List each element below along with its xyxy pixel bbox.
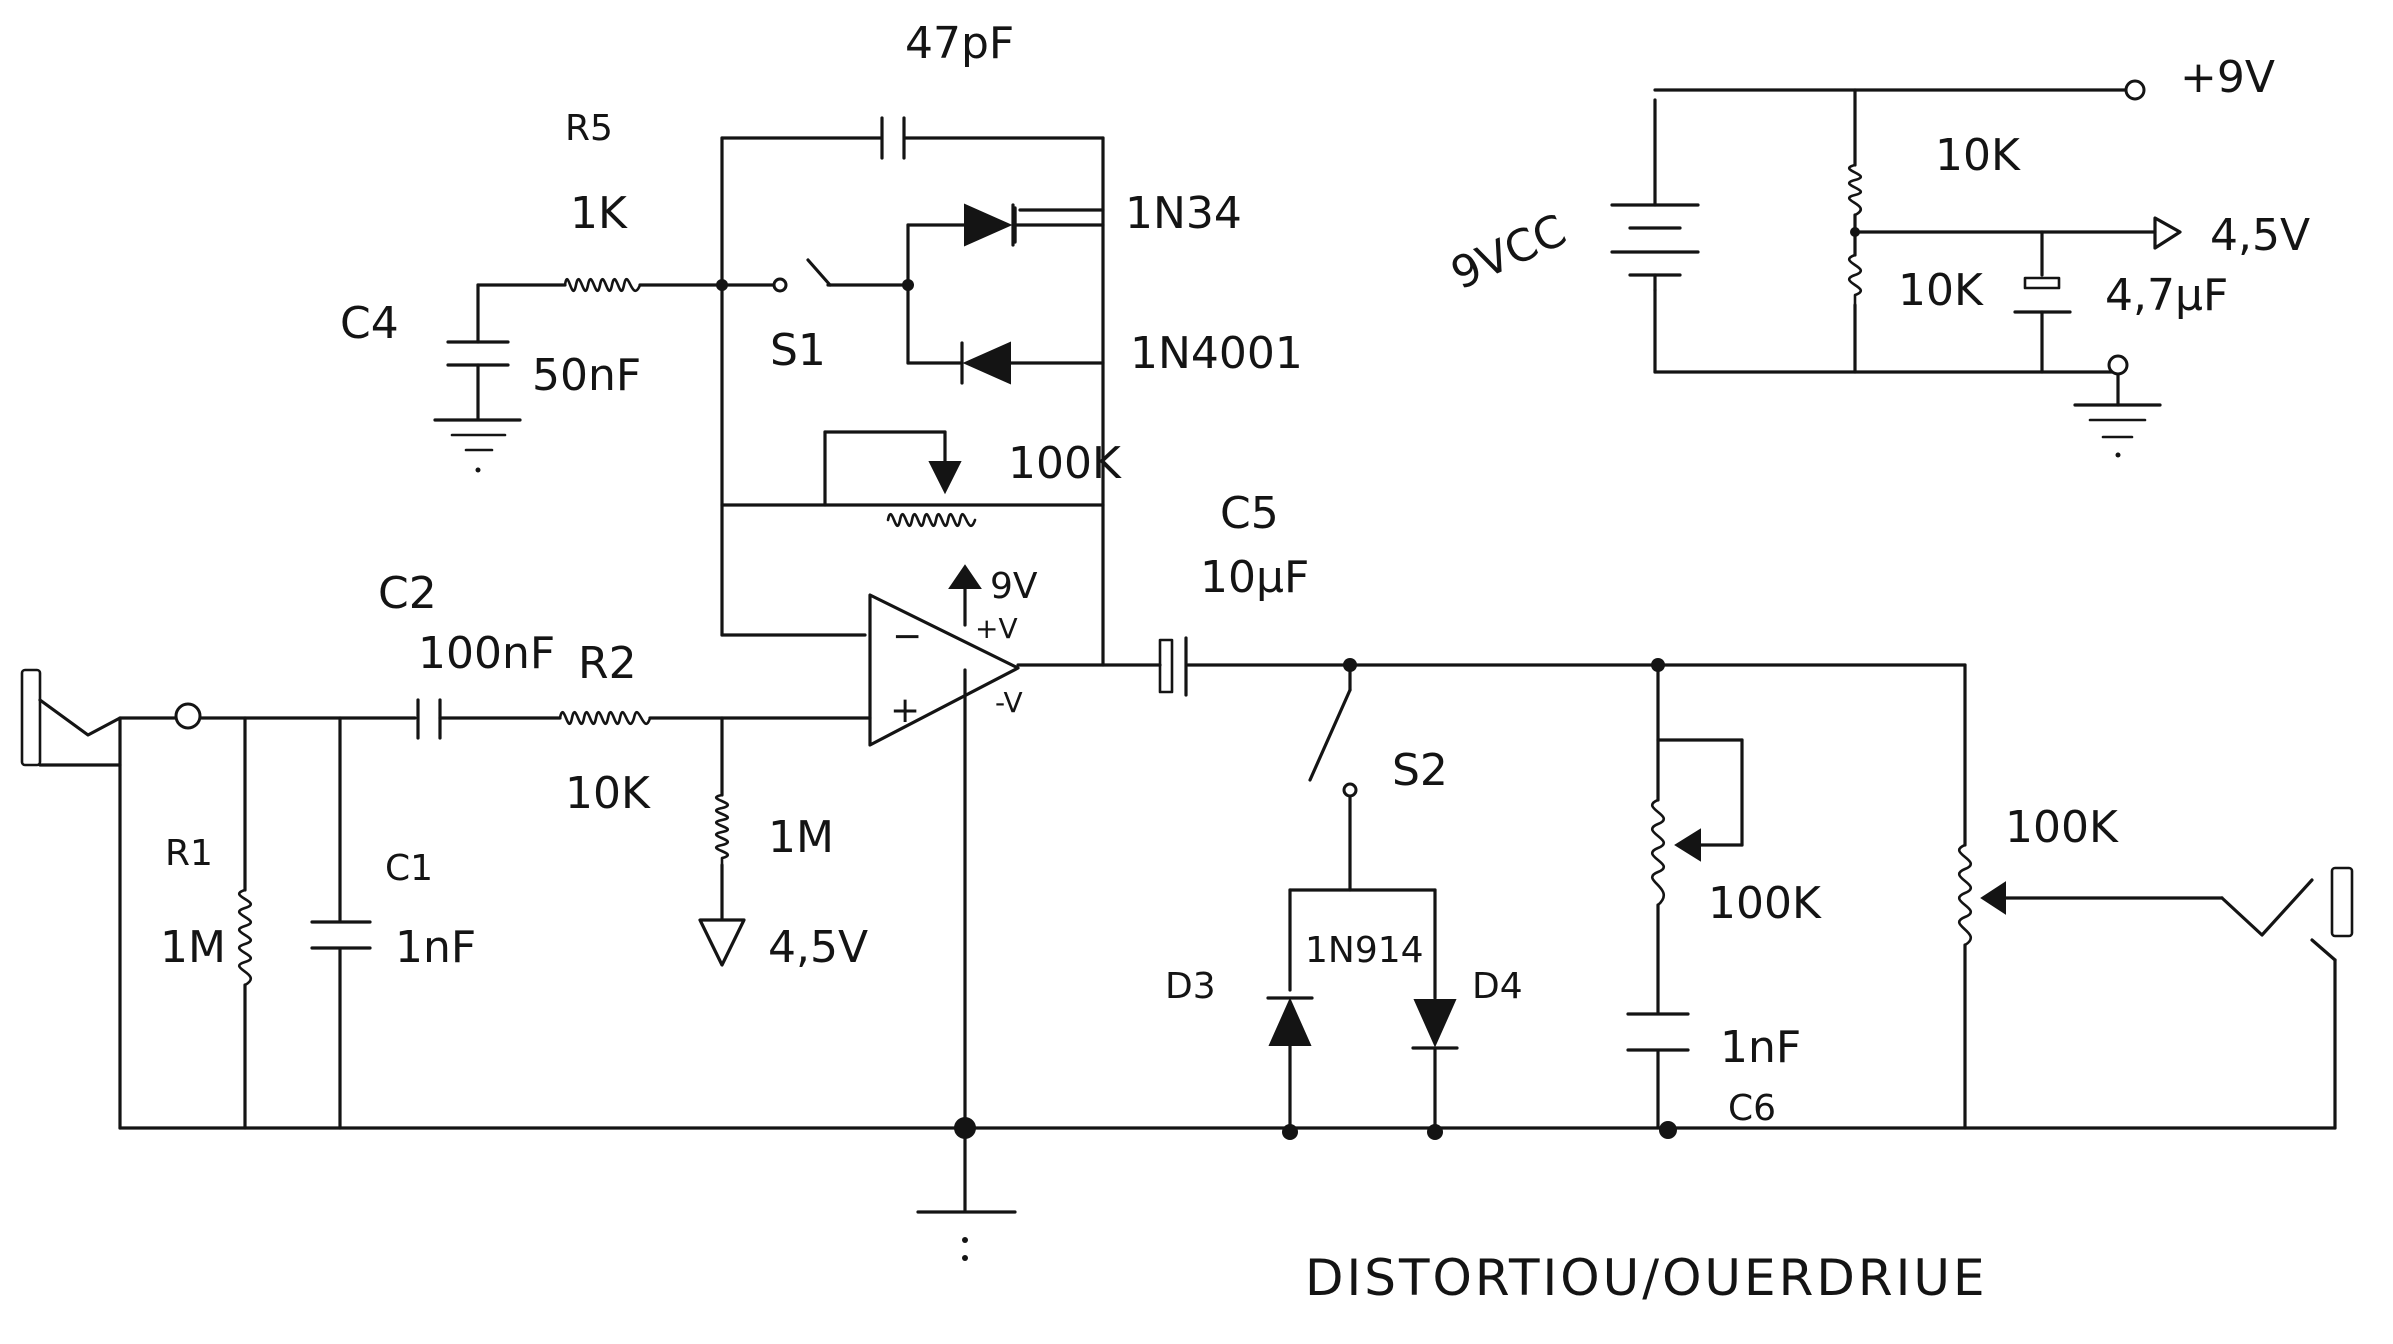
label-c1-name: C1 [385, 848, 433, 889]
label-1n34: 1N34 [1125, 188, 1242, 239]
capacitor-c1 [310, 920, 372, 950]
label-d3: D3 [1165, 966, 1216, 1007]
switch-s2 [1308, 688, 1358, 798]
label-r2-name: R2 [578, 638, 637, 689]
resistor-supply-top [1847, 163, 1863, 217]
label-d4: D4 [1472, 966, 1523, 1007]
switch-s1 [772, 258, 832, 293]
pot-volume-100k [1957, 843, 2006, 947]
label-c6-name: C6 [1728, 1088, 1776, 1129]
label-c6-value: 1nF [1720, 1022, 1801, 1073]
label-c5-value: 10µF [1200, 552, 1309, 603]
label-47pf: 47pF [905, 18, 1014, 69]
capacitor-c2 [416, 698, 442, 740]
capacitor-c6 [1626, 1012, 1690, 1052]
label-opamp-minus: − [892, 616, 922, 657]
resistor-r2 [558, 710, 652, 726]
label-bias-4-5v: 4,5V [768, 922, 868, 973]
ground-main [916, 1210, 1017, 1261]
label-1n4001: 1N4001 [1130, 328, 1303, 379]
pot-tone-100k [1650, 798, 1744, 907]
ground-supply [2073, 354, 2162, 458]
capacitor-c4 [446, 340, 510, 367]
diode-1n34 [964, 203, 1105, 247]
label-opamp-supply: 9V [990, 566, 1038, 607]
label-r1-value: 1M [160, 922, 226, 973]
wires [118, 88, 2337, 1212]
bias-4-5v-arrow [698, 918, 746, 967]
label-bias-1m: 1M [768, 812, 834, 863]
diode-d3 [1266, 996, 1314, 1046]
label-r5-value: 1K [570, 188, 628, 239]
label-r5-name: R5 [565, 108, 613, 149]
capacitor-supply [2013, 276, 2072, 314]
resistor-supply-bottom [1847, 253, 1863, 307]
junctions [716, 227, 1860, 1140]
input-jack [20, 668, 202, 767]
resistor-r5 [563, 277, 642, 293]
ground-c4 [433, 418, 522, 473]
battery-9v [1610, 203, 1700, 292]
label-pot-feedback: 100K [1008, 438, 1122, 489]
label-supply-half: 4,5V [2210, 210, 2310, 261]
label-supply-r-top: 10K [1935, 130, 2021, 181]
label-opamp-plus-v: +V [975, 612, 1018, 645]
label-s1: S1 [770, 325, 826, 376]
label-battery: 9VCC [1444, 205, 1574, 300]
label-supply-r-bot: 10K [1898, 265, 1984, 316]
terminal-plus-9v [2124, 79, 2146, 101]
label-c1-value: 1nF [395, 922, 476, 973]
opamp [868, 564, 1020, 747]
label-c4-name: C4 [340, 298, 399, 349]
resistor-bias-1m [714, 793, 730, 867]
labels: 47pF R5 1K C4 50nF S1 1N34 1N4001 100K C… [160, 18, 2310, 1129]
capacitor-c5 [1158, 636, 1188, 697]
label-opamp-minus-v: -V [995, 686, 1023, 719]
diagram-title: DISTORTIOU/OUERDRIUE [1305, 1249, 1988, 1307]
label-r1-name: R1 [165, 833, 213, 874]
label-r2-value: 10K [565, 768, 651, 819]
diode-d4 [1411, 999, 1459, 1050]
label-pot-tone: 100K [1708, 878, 1822, 929]
pot-feedback-100k [886, 461, 977, 528]
diode-1n4001 [960, 341, 1011, 385]
label-1n914: 1N914 [1305, 930, 1424, 971]
label-c2-value: 100nF [418, 628, 555, 679]
label-c5-name: C5 [1220, 488, 1279, 539]
resistor-r1 [237, 888, 253, 987]
label-s2: S2 [1392, 745, 1448, 796]
capacitor-47pf [880, 116, 906, 160]
label-pot-volume: 100K [2005, 802, 2119, 853]
label-supply-cap: 4,7µF [2105, 270, 2228, 321]
label-supply-plus: +9V [2180, 52, 2275, 103]
reference-4-5v-arrow [2153, 216, 2182, 250]
label-c4-value: 50nF [532, 350, 641, 401]
label-opamp-plus: + [890, 690, 920, 731]
output-jack [2220, 866, 2354, 962]
label-c2-name: C2 [378, 568, 437, 619]
